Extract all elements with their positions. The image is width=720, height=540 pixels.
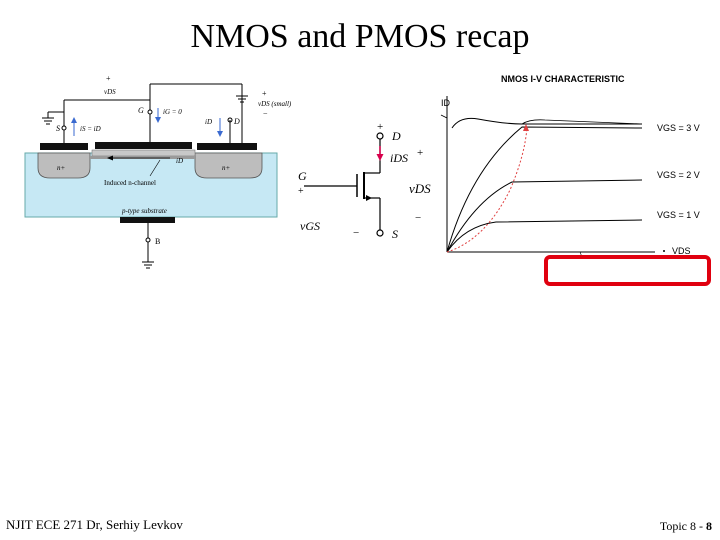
substrate-label: p-type substrate [121, 207, 167, 215]
induced-channel-label: Induced n-channel [104, 179, 156, 187]
n-plus-right-label: n+ [222, 164, 231, 172]
symbol-plus-left: + [298, 186, 304, 197]
curve-vgs-3 [451, 117, 642, 129]
symbol-minus-bottom: − [353, 227, 359, 239]
footer-course-label: NJIT ECE 271 Dr, Serhiy Levkov [6, 517, 183, 532]
plus-right-label: + [262, 89, 267, 98]
body-metal [120, 217, 175, 223]
iv-chart-title: NMOS I-V CHARACTERISTIC [501, 74, 625, 84]
b-terminal-label: B [155, 237, 160, 246]
symbol-minus-right: − [415, 212, 421, 224]
symbol-ids-label: iDS [390, 151, 408, 165]
footer-page-number: 8 [706, 519, 712, 533]
curve-vgs-2 [446, 179, 643, 253]
is-label: iS = iD [80, 125, 101, 133]
drain-metal [197, 143, 257, 150]
saturation-boundary-parabola [446, 126, 528, 253]
id-channel-label: iD [176, 157, 183, 165]
plus-top-label: + [106, 74, 111, 83]
vds-top-label: vDS [104, 88, 116, 96]
n-plus-left-label: n+ [57, 164, 66, 172]
source-metal [40, 143, 88, 150]
slide-title: NMOS and PMOS recap [190, 18, 530, 55]
symbol-vgs-label: vGS [300, 219, 320, 233]
symbol-vds-label: vDS [409, 181, 431, 196]
n-plus-source-region [37, 152, 91, 179]
curve-vgs-3-sat [446, 126, 643, 253]
curve-label-vgs-1: VGS = 1 V [657, 210, 700, 220]
gate-metal [95, 142, 192, 149]
vds-small-label: vDS (small) [258, 100, 292, 108]
n-plus-drain-region [194, 152, 263, 179]
curve-vgs-1 [446, 219, 643, 253]
id-right-label: iD [205, 118, 212, 126]
symbol-s-label: S [392, 227, 398, 241]
ids-arrow-icon [376, 154, 384, 161]
s-terminal-label: S [56, 124, 60, 133]
highlight-box [544, 255, 711, 286]
g-terminal-label: G [138, 106, 144, 115]
symbol-d-label: D [391, 129, 401, 143]
iv-y-axis-label: ID [441, 98, 451, 108]
curve-label-vgs-2: VGS = 2 V [657, 170, 700, 180]
symbol-plus-right: + [417, 147, 423, 159]
footer-page-prefix: Topic 8 - [659, 519, 706, 533]
source-node [376, 229, 384, 237]
symbol-plus-top: + [377, 121, 383, 133]
d-terminal-label: D [233, 117, 240, 126]
symbol-g-label: G [298, 169, 307, 183]
curve-label-vgs-3: VGS = 3 V [657, 123, 700, 133]
minus-right-label: − [263, 109, 268, 118]
iv-x-axis-label: VDS [672, 246, 691, 256]
ig-label: iG = 0 [163, 108, 182, 116]
induced-channel [90, 156, 195, 159]
footer-page-label: Topic 8 - 8 [660, 519, 712, 534]
